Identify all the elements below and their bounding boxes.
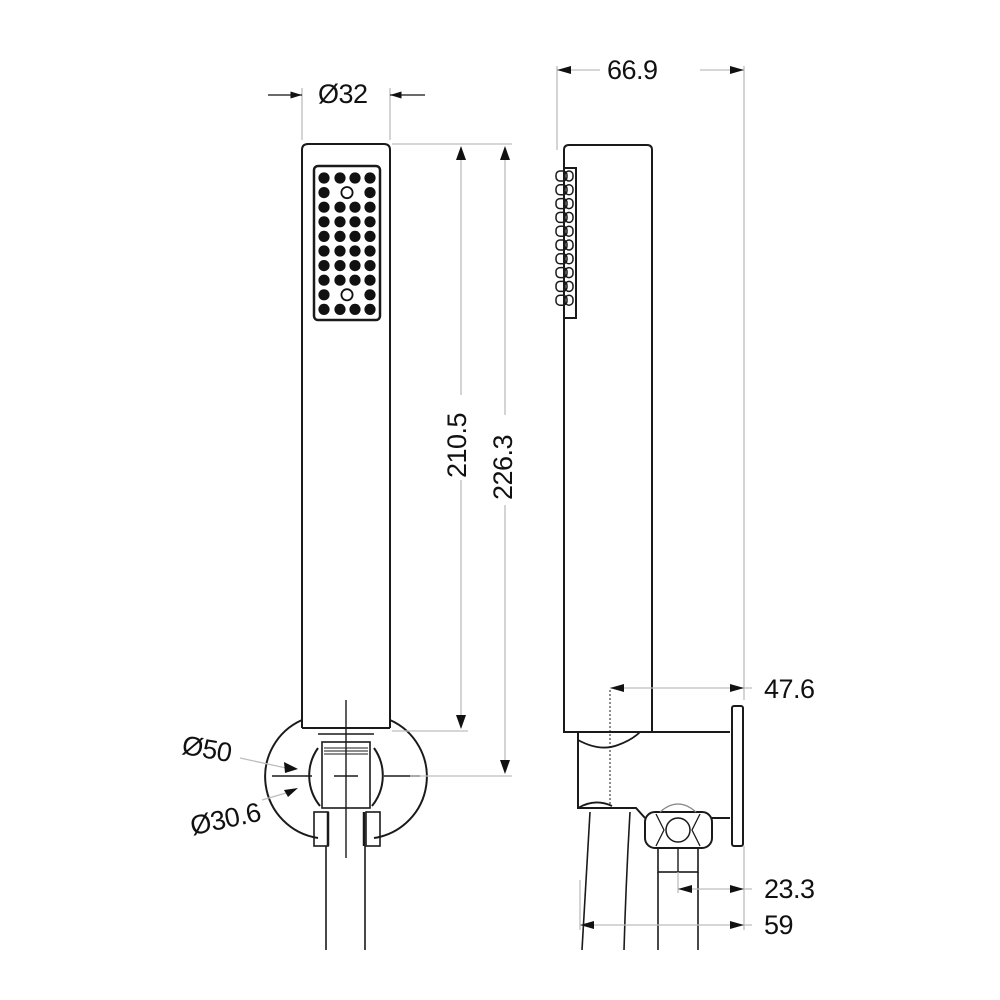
wall-plate — [731, 705, 744, 847]
dim-overall-depth: 66.9 — [607, 55, 658, 85]
dim-overall-length: 226.3 — [488, 434, 518, 500]
dim-outlet-offset: 23.3 — [764, 874, 815, 904]
side-handle-body — [563, 144, 653, 733]
dim-handle-length: 210.5 — [442, 412, 472, 478]
spray-face — [312, 164, 382, 322]
dim-bracket-depth: 59 — [764, 910, 794, 940]
handle-body — [301, 143, 391, 728]
front-dimensions — [239, 88, 512, 801]
side-dimensions — [556, 66, 752, 930]
spray-nozzles — [318, 172, 376, 315]
dim-handle-diameter: Ø32 — [318, 79, 368, 109]
side-view — [555, 144, 744, 951]
bracket-ring — [264, 719, 319, 839]
front-view — [264, 143, 428, 950]
dim-handle-projection: 47.6 — [764, 674, 815, 704]
